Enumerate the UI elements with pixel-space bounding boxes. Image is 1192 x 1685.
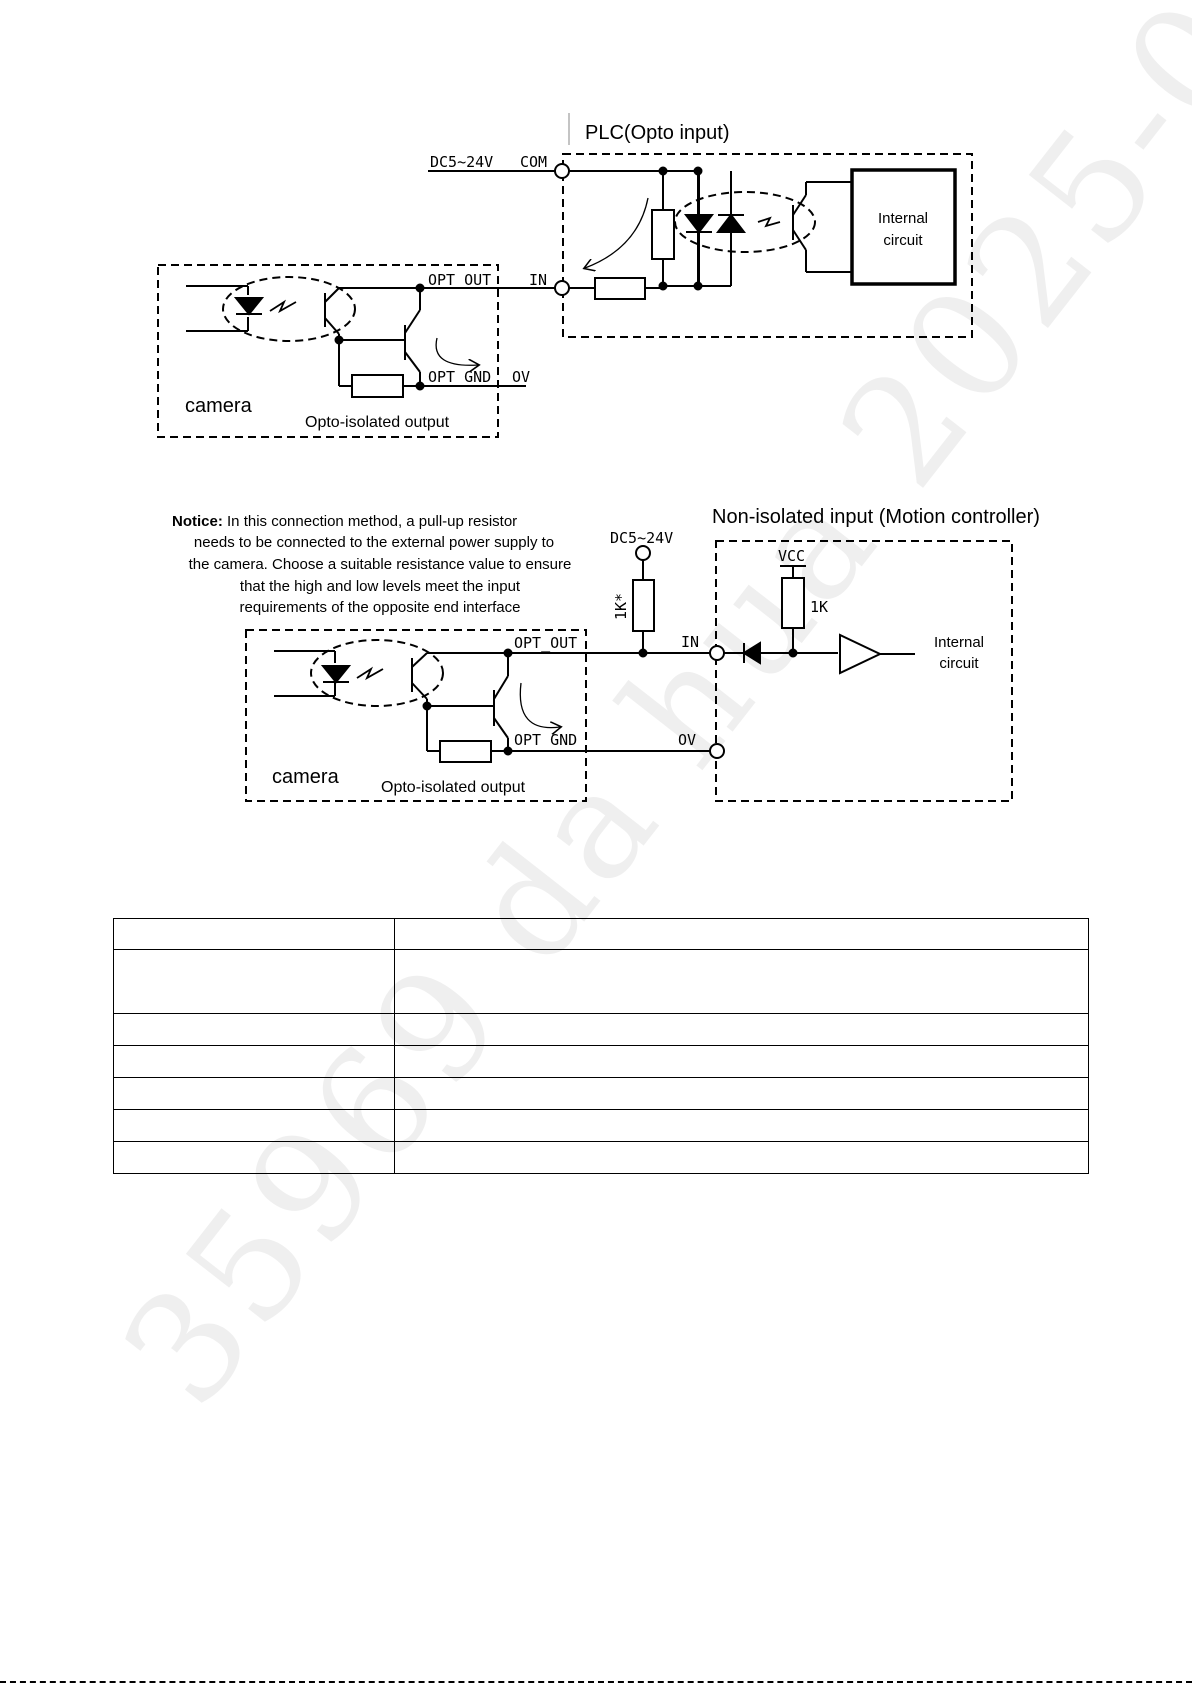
camera-label-1: camera [185,395,253,417]
spec-table [113,918,1089,1174]
opt-gnd-label-1: OPT GND [428,368,491,386]
opt-out-label-1: OPT OUT [428,271,491,289]
table-cell [394,1141,1089,1174]
camera-resistor-1 [351,374,404,398]
opt-out-label-2: OPT_OUT [514,634,577,652]
pullup-resistor [632,579,655,632]
table-cell [394,1109,1089,1142]
in-label-2: IN [681,633,699,651]
ov-label-2: OV [678,731,696,749]
buffer-amplifier [839,633,883,675]
table-row [113,1045,1089,1078]
page-bottom-border [0,1681,1192,1683]
vcc-resistor [781,577,805,629]
table-row [113,1077,1089,1110]
circuit-diagrams: PLC(Opto input) DC5~24V COM OPT OUT IN O… [157,113,1040,802]
plc-resistor [651,209,675,260]
output-label-2: Opto-isolated output [381,779,526,796]
supply-terminal-2 [635,545,651,561]
table-cell [394,949,1089,1014]
table-row [113,949,1089,1014]
in-label-1: IN [529,271,547,289]
table-cell [394,1013,1089,1046]
supply-label-2: DC5~24V [610,529,673,547]
table-cell [113,1141,395,1174]
internal-label-1a: Internal [878,210,928,227]
opt-gnd-label-2: OPT GND [514,731,577,749]
plc-title: PLC(Opto input) [585,122,730,144]
camera-optocoupler-outline-1 [222,276,356,342]
internal-circuit-box-1 [850,168,957,286]
supply-label-1: DC5~24V [430,153,493,171]
notice-line-3: the camera. Choose a suitable resistance… [189,556,572,573]
com-terminal [554,163,570,179]
camera-led-1 [233,297,265,316]
controller-box [715,540,1013,802]
camera-optocoupler-outline-2 [310,639,444,707]
camera-label-2: camera [272,766,340,788]
diagram2-labels: Non-isolated input (Motion controller) N… [172,506,1040,796]
plc-led [683,214,715,234]
table-cell [113,949,395,1014]
ov-terminal-2 [709,743,725,759]
notice-text: Notice: In this connection method, a pul… [172,513,517,530]
table-cell [394,1045,1089,1078]
plc-box [562,153,973,338]
notice-line-5: requirements of the opposite end interfa… [239,599,520,616]
table-cell [113,1045,395,1078]
pullup-resistor-label: 1K* [612,593,630,620]
controller-diode [742,641,761,665]
table-cell [113,1077,395,1110]
table-cell [113,1013,395,1046]
plc-optocoupler-outline [674,191,816,253]
notice-line-4: that the high and low levels meet the in… [240,578,521,595]
camera-box-1 [157,264,499,438]
camera-resistor-2 [439,740,492,763]
camera-led-2 [320,665,352,684]
table-row [113,1013,1089,1046]
in-terminal-1 [554,280,570,296]
diagram-motion-controller [245,540,1013,802]
in-resistor [594,277,646,300]
camera-box-2 [245,629,587,802]
vcc-resistor-label: 1K [810,598,828,616]
table-cell [394,918,1089,950]
table-cell [394,1077,1089,1110]
vcc-label: VCC [778,547,805,565]
com-label: COM [520,153,547,171]
table-row [113,918,1089,950]
table-row [113,1109,1089,1142]
diagram-plc-opto [157,113,973,438]
in-terminal-2 [709,645,725,661]
controller-title: Non-isolated input (Motion controller) [712,506,1040,528]
output-label-1: Opto-isolated output [305,414,450,431]
internal-label-2a: Internal [934,634,984,651]
internal-label-1b: circuit [883,232,923,249]
ov-label-1: OV [512,368,530,386]
table-row [113,1141,1089,1174]
diagram1-labels: PLC(Opto input) DC5~24V COM OPT OUT IN O… [185,122,928,431]
table-cell [113,918,395,950]
internal-label-2b: circuit [939,655,979,672]
notice-line-2: needs to be connected to the external po… [194,534,554,551]
table-cell [113,1109,395,1142]
